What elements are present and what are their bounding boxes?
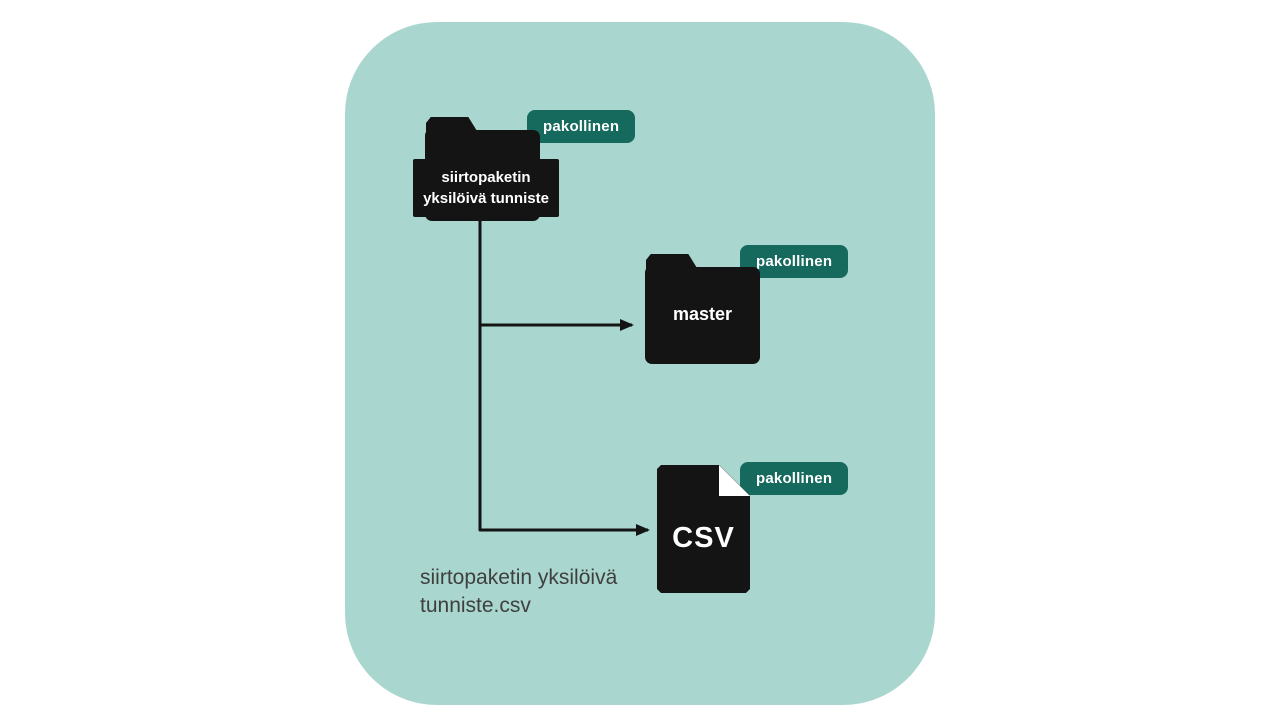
mandatory-badge: pakollinen: [527, 110, 636, 143]
master-folder-label: master: [672, 304, 733, 324]
folder-tab: [646, 254, 699, 271]
csv-file-icon: CSV: [657, 465, 750, 593]
folder-body: [645, 267, 760, 364]
master-folder-icon: master: [645, 254, 760, 364]
csv-file-caption-line2: tunniste.csv: [420, 594, 531, 618]
csv-file-caption: siirtopaketin yksilöivä tunniste.csv: [420, 564, 617, 621]
mandatory-badge: pakollinen: [740, 245, 849, 278]
root-folder-label-line1: siirtopaketin: [441, 169, 531, 186]
folder-tab: [426, 117, 479, 134]
csv-file-caption-line1: siirtopaketin yksilöivä: [420, 566, 618, 589]
root-folder-label-line2: yksilöivä tunniste: [423, 190, 549, 207]
csv-file-type-label: CSV: [672, 522, 735, 554]
root-folder-label: siirtopaketin yksilöivä tunniste: [413, 159, 559, 217]
mandatory-badge: pakollinen: [740, 462, 849, 495]
